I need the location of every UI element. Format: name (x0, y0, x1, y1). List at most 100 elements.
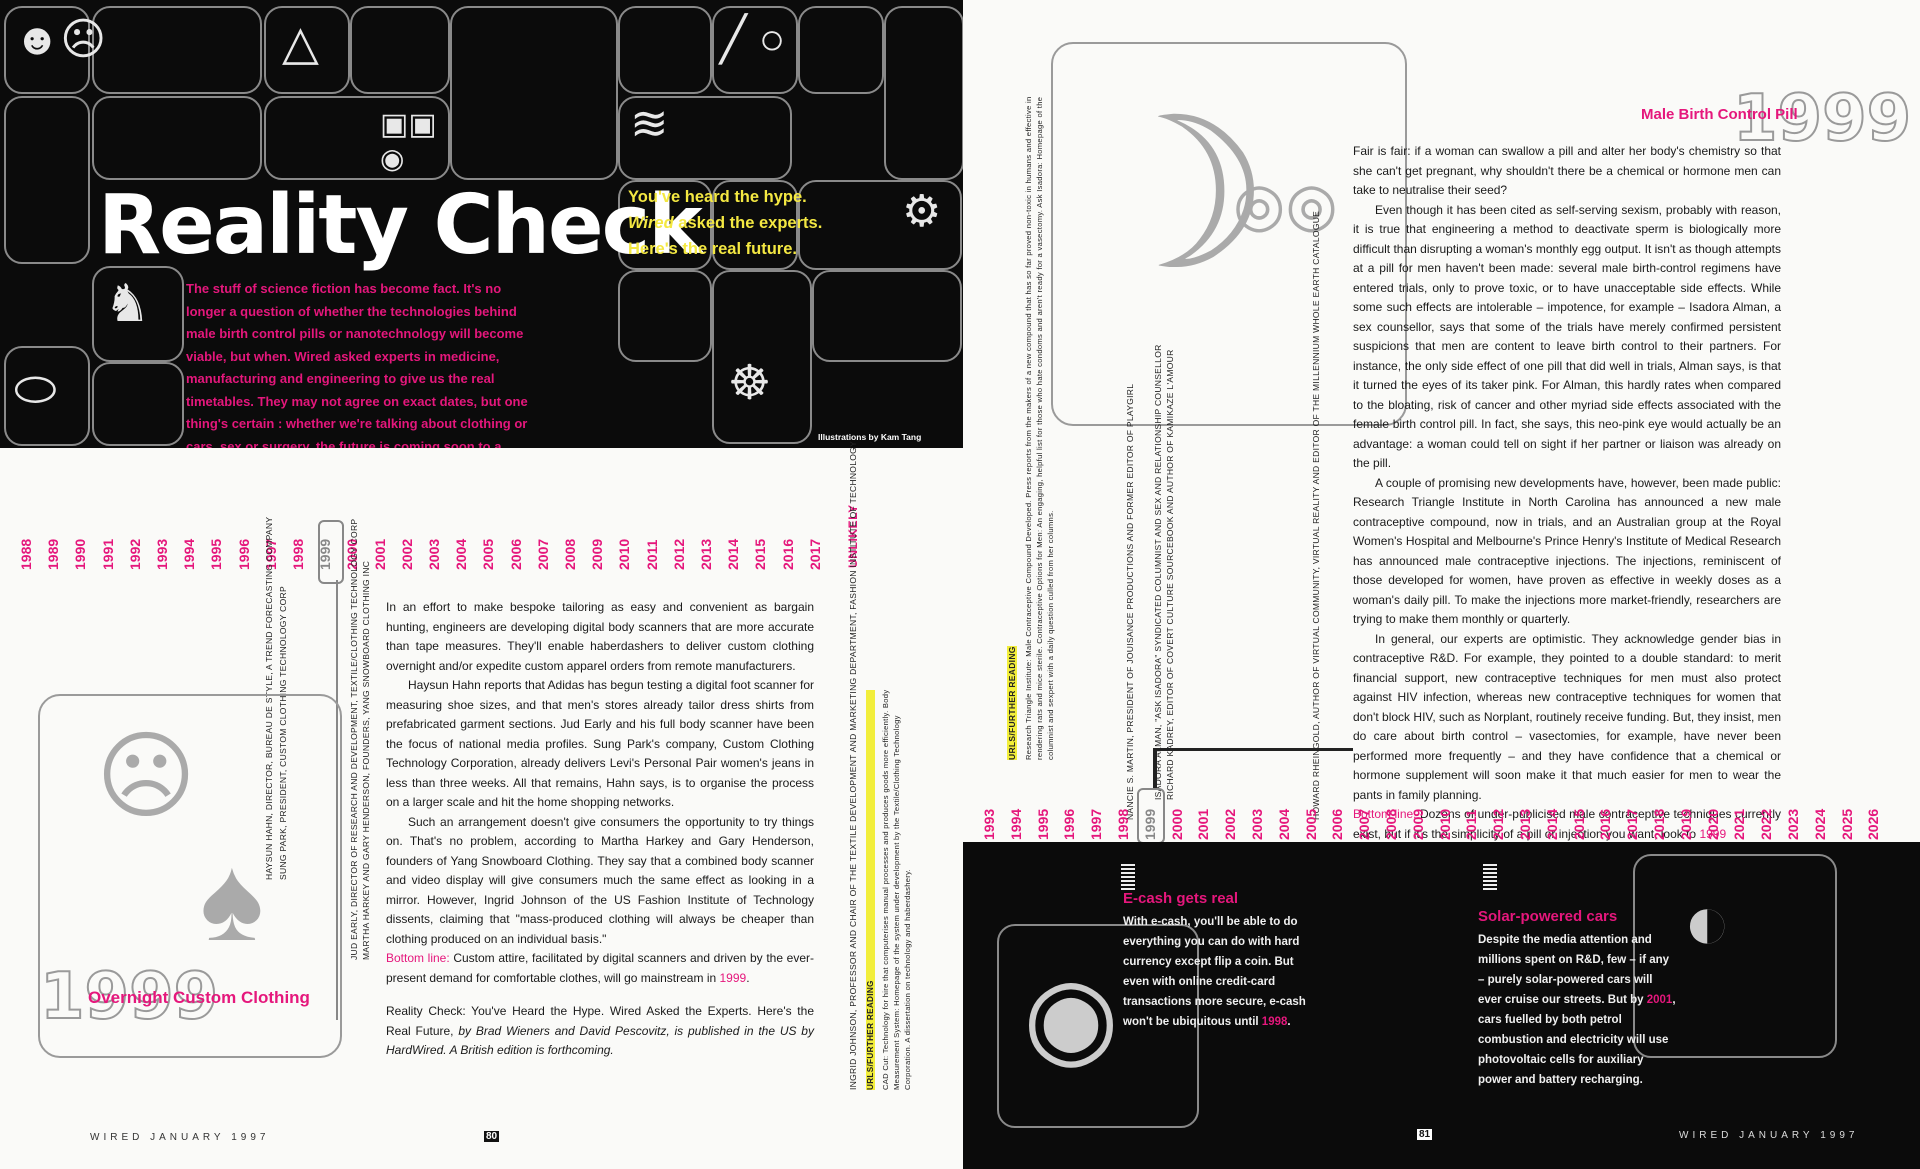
timeline-year: 2024 (1811, 808, 1828, 840)
timeline-year: 2011 (1463, 809, 1480, 840)
timeline-year: 2007 (534, 538, 551, 570)
tile (4, 96, 90, 264)
timeline-year: 2020 (1704, 808, 1721, 840)
timeline-year: 2009 (1409, 808, 1426, 840)
article-title: Overnight Custom Clothing (88, 988, 310, 1007)
timeline-year: 2006 (1329, 808, 1346, 840)
page-number: 80 (484, 1131, 500, 1142)
timeline-year: 2002 (398, 538, 415, 570)
tile (92, 6, 262, 94)
timeline-year: 1994 (181, 538, 198, 570)
mannequin-icon: ♠ (200, 832, 264, 966)
tile (264, 96, 450, 180)
solar-title: Solar-powered cars (1478, 908, 1618, 925)
cow-icon: ◉ (380, 143, 405, 174)
timeline-year: 2002 (1222, 808, 1239, 840)
tagline-line-2: Wired asked the experts. (628, 210, 822, 236)
timeline-year: 1988 (18, 538, 34, 570)
timeline-year: 2013 (698, 538, 714, 570)
bottom-line: Bottom line: Custom attire, facilitated … (386, 951, 814, 985)
tile (1633, 854, 1837, 1058)
timeline-year: 2023 (1785, 808, 1801, 840)
page-title: Reality Check (98, 178, 703, 273)
footer: WIRED JANUARY 1997 (90, 1132, 270, 1143)
sad-person-icon: ☹ (96, 723, 197, 830)
timeline-year: 2021 (1731, 808, 1748, 840)
article-paragraph: Fair is fair: if a woman can swallow a p… (1353, 144, 1781, 197)
tagline-wired: Wired (628, 214, 674, 232)
timeline-year: 1995 (208, 538, 225, 570)
tile (712, 180, 798, 270)
two-people-icon: ☻☹ (14, 15, 107, 64)
tile (4, 346, 90, 446)
year-highlight-box (318, 520, 344, 584)
year-highlight-box (1137, 788, 1165, 844)
timeline-year: 2019 (1677, 808, 1694, 840)
timeline-year: 2009 (589, 538, 606, 570)
timeline-year: 1990 (72, 538, 89, 570)
tile (92, 362, 184, 446)
solar-text: Despite the media attention and millions… (1478, 934, 1670, 1006)
expert-credit: MARTHA HARKEY AND GARY HENDERSON, FOUNDE… (361, 560, 371, 960)
tile (450, 6, 618, 180)
bottom-line-text: Dozens of under-publicised male contrace… (1353, 807, 1781, 841)
article-body: Fair is fair: if a woman can swallow a p… (1353, 142, 1781, 844)
ecash-title: E-cash gets real (1123, 890, 1239, 907)
dark-panel: ◉ ◐ E-cash gets real With e-cash, you'll… (963, 842, 1920, 1169)
tile (712, 6, 798, 94)
footer: WIRED JANUARY 1997 (1679, 1130, 1859, 1141)
piggy-bank-icon: ◉ (1023, 955, 1119, 1078)
book-note-main: Reality Check: You've Heard the Hype. Wi… (386, 1004, 814, 1038)
ecash-text: With e-cash, you'll be able to do everyt… (1123, 916, 1306, 1028)
expert-credit: HOWARD RHEINGOLD, AUTHOR OF VIRTUAL COMM… (1311, 210, 1321, 820)
tile (264, 6, 350, 94)
illustration-frame (38, 694, 342, 1058)
timeline-year: 2022 (1758, 808, 1775, 840)
timeline-year: 2005 (1302, 808, 1319, 840)
expert-credit: ISADORA ALMAN, "ASK ISADORA" SYNDICATED … (1153, 344, 1163, 800)
timeline-year: 2005 (480, 538, 497, 570)
bottom-line-year: 1999 (1699, 826, 1727, 841)
highlight-connector (336, 580, 338, 1020)
timeline-year: 2008 (1383, 808, 1399, 840)
timeline-year: 1992 (126, 538, 143, 570)
timeline-year: 2014 (725, 538, 742, 570)
ecash-body: With e-cash, you'll be able to do everyt… (1123, 916, 1306, 1028)
left-page: ☻☹ △ ╱ ○ ▣▣ ◉ ≋ ⚙ ♞ ⬭ ☸ Reality Check Yo… (0, 0, 963, 1143)
book-note: Reality Check: You've Heard the Hype. Wi… (386, 1002, 814, 1061)
briefs-icon: △ (282, 17, 319, 70)
timeline-year: 1994 (1007, 808, 1024, 840)
illustration-credit: Illustrations by Kam Tang (818, 432, 922, 442)
tile (618, 96, 792, 180)
tile (92, 96, 262, 180)
further-reading-text: Research Triangle Institute: Male Contra… (1024, 96, 1055, 760)
illustration-frame (1051, 42, 1407, 426)
further-reading-label: URLS/FURTHER READING (1007, 646, 1017, 760)
timeline-year: 2001 (1195, 808, 1212, 840)
timeline-year: 2018 (1651, 808, 1667, 840)
expert-credit: INGRID JOHNSON, PROFESSOR AND CHAIR OF T… (848, 440, 858, 1090)
tile (812, 270, 962, 362)
timeline-year: 2003 (426, 538, 442, 570)
timeline-year: 2008 (562, 538, 578, 570)
article-paragraph: In an effort to make bespoke tailoring a… (386, 600, 814, 673)
article-year: 1999 (39, 959, 219, 1035)
timeline-year: 2011 (643, 539, 660, 570)
timeline-year: 1989 (45, 538, 62, 570)
expert-credit: JUD EARLY, DIRECTOR OF RESEARCH AND DEVE… (349, 518, 359, 960)
further-reading-text: CAD Cut: Technology for hire that comput… (881, 689, 912, 1090)
tile (712, 270, 812, 444)
further-reading: URLS/FURTHER READING (1007, 646, 1017, 760)
timeline-year: 1998 (1115, 808, 1131, 840)
robot-icon: ⚙ (902, 187, 942, 236)
timeline-year: 1993 (154, 538, 170, 570)
expert-credit: RICHARD KADREY, EDITOR OF COVERT CULTURE… (1165, 349, 1175, 800)
tile (92, 266, 184, 362)
tile (618, 6, 712, 94)
highlight-connector (1153, 748, 1353, 751)
tile (618, 270, 712, 362)
intro-paragraph: The stuff of science fiction has become … (186, 281, 528, 448)
stripe-marker (1121, 864, 1135, 892)
bottom-line-label: Bottom line: (1353, 807, 1417, 821)
timeline-year: 2010 (1436, 808, 1453, 840)
